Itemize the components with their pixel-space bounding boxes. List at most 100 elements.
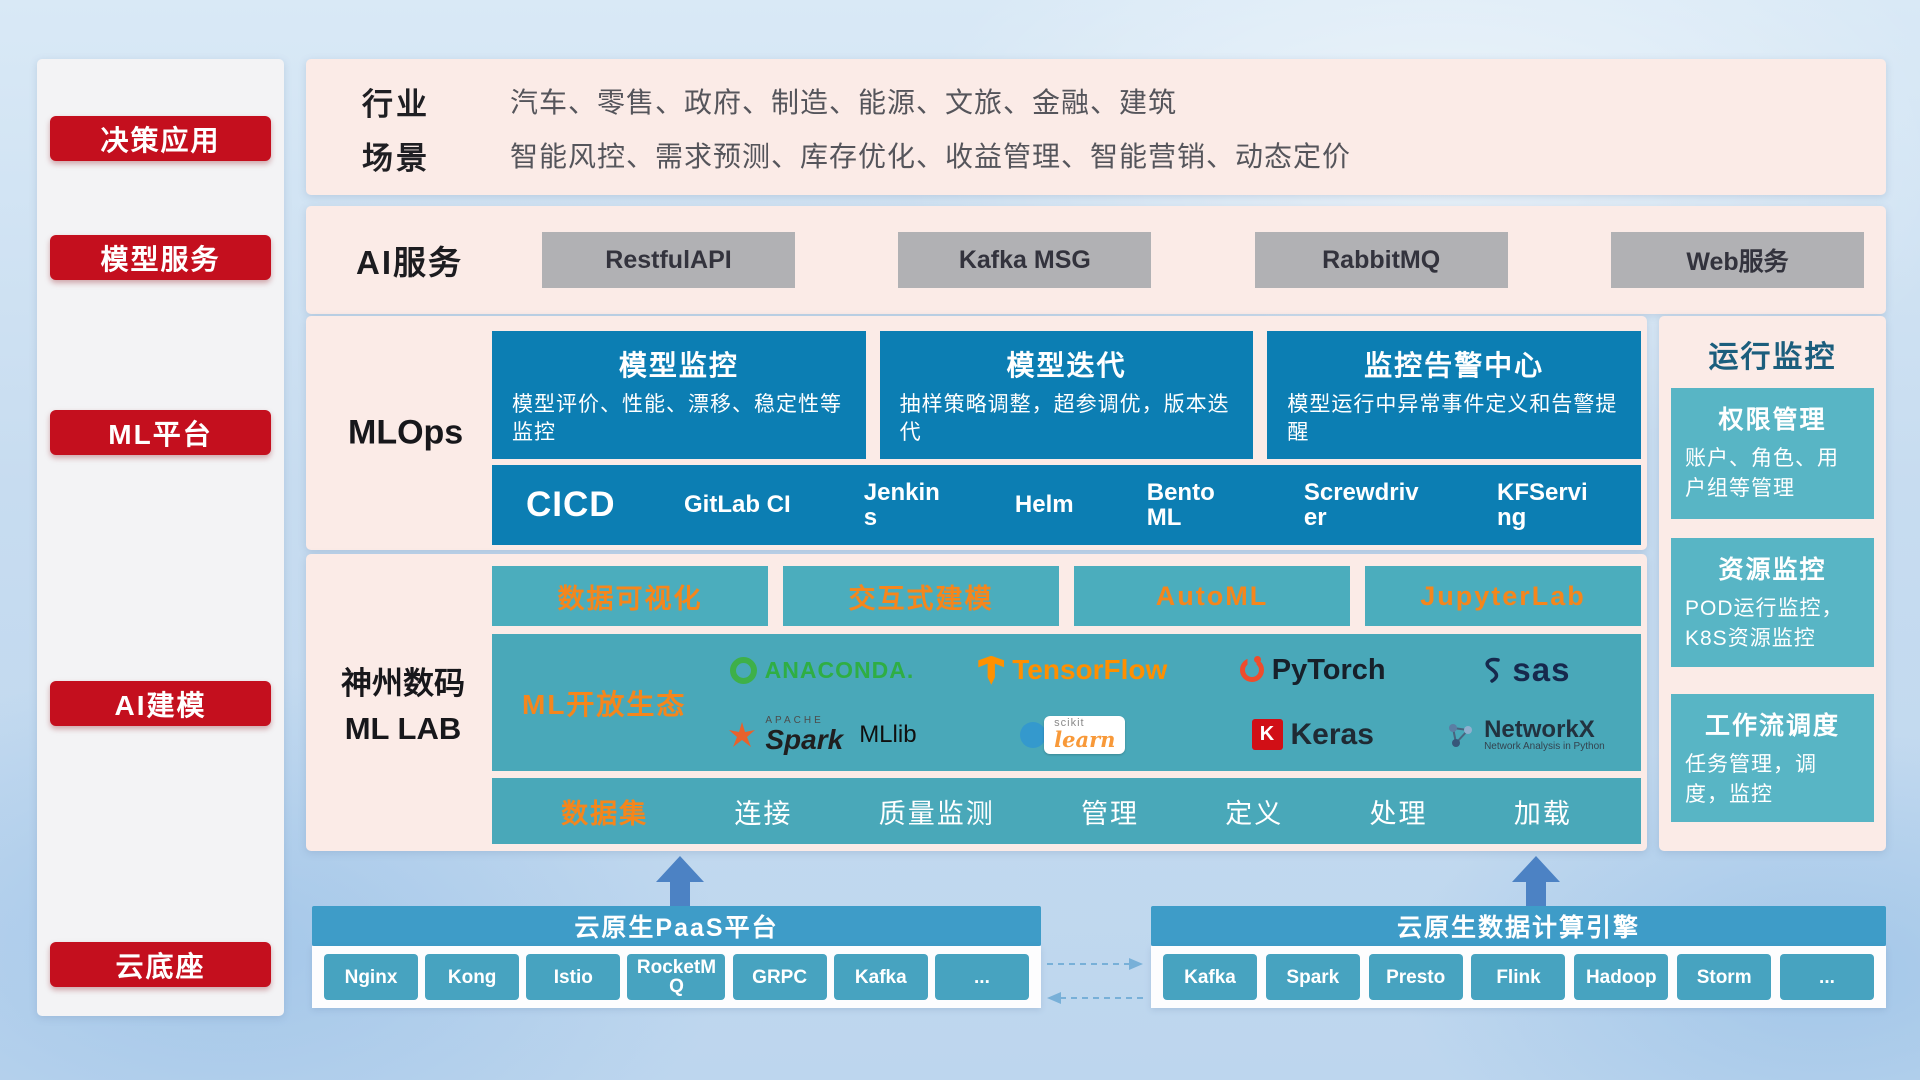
paas-platform-items: Nginx Kong Istio RocketMQ GRPC Kafka ... bbox=[312, 946, 1041, 1008]
workflow-scheduling-card: 工作流调度 任务管理，调度，监控 bbox=[1671, 694, 1874, 822]
pytorch-icon bbox=[1239, 656, 1264, 683]
sidebar-item-ai-modeling: AI建模 bbox=[50, 681, 271, 726]
dataset-item-quality: 质量监测 bbox=[878, 798, 995, 829]
spark-icon bbox=[729, 721, 756, 747]
card-desc: 模型运行中异常事件定义和告警提醒 bbox=[1287, 393, 1618, 445]
networkx-wordmark: NetworkX Network Analysis in Python bbox=[1484, 717, 1605, 753]
sidebar-item-decision-app: 决策应用 bbox=[50, 116, 271, 161]
data-visualization-button: 数据可视化 bbox=[492, 566, 768, 626]
networkx-icon bbox=[1449, 723, 1473, 747]
operation-monitoring-title: 运行监控 bbox=[1708, 341, 1837, 374]
sas-icon bbox=[1485, 658, 1501, 683]
ai-service-buttons: RestfulAPI Kafka MSG RabbitMQ Web服务 bbox=[542, 232, 1886, 288]
sidebar-item-model-service: 模型服务 bbox=[50, 235, 271, 280]
permission-management-card: 权限管理 账户、角色、用户组等管理 bbox=[1671, 388, 1874, 519]
scenario-row: 场景 智能风控、需求预测、库存优化、收益管理、智能营销、动态定价 bbox=[306, 129, 1886, 181]
hadoop-button: Hadoop bbox=[1574, 954, 1669, 1000]
scikit-learn-icon bbox=[1020, 721, 1047, 748]
model-iteration-card: 模型迭代 抽样策略调整，超参调优，版本迭代 bbox=[879, 331, 1254, 459]
tensorflow-logo: TensorFlow bbox=[978, 654, 1167, 686]
card-desc: 任务管理，调度，监控 bbox=[1685, 753, 1817, 807]
grpc-button: GRPC bbox=[732, 954, 827, 1000]
storm-button: Storm bbox=[1677, 954, 1772, 1000]
ai-service-panel: AI服务 RestfulAPI Kafka MSG RabbitMQ Web服务 bbox=[306, 206, 1886, 314]
kafka-engine-button: Kafka bbox=[1163, 954, 1257, 1000]
flink-button: Flink bbox=[1471, 954, 1566, 1000]
ml-ecosystem-label: ML开放生态 bbox=[522, 688, 687, 720]
spark-wordmark: APACHE Spark bbox=[765, 714, 844, 755]
apache-label: APACHE bbox=[765, 714, 824, 726]
up-arrow-icon bbox=[1512, 856, 1560, 906]
ml-lab-panel: 神州数码 ML LAB 数据可视化 交互式建模 AutoML JupyterLa… bbox=[306, 554, 1647, 851]
ml-lab-label: 神州数码 ML LAB bbox=[314, 554, 492, 851]
anaconda-label: ANACONDA. bbox=[764, 656, 915, 683]
cicd-item-jenkins: Jenkins bbox=[863, 478, 940, 531]
dataset-item-process: 处理 bbox=[1369, 798, 1428, 829]
cicd-item-bentoml: BentoML bbox=[1146, 478, 1215, 531]
card-title: 监控告警中心 bbox=[1364, 350, 1545, 381]
card-title: 权限管理 bbox=[1718, 406, 1827, 434]
anaconda-icon bbox=[729, 656, 757, 684]
cicd-item-helm: Helm bbox=[1014, 491, 1074, 519]
learn-label: learn bbox=[1054, 726, 1116, 752]
cicd-bar: CICD GitLab CI Jenkins Helm BentoML Scre… bbox=[492, 465, 1641, 545]
pytorch-logo: PyTorch bbox=[1239, 654, 1386, 687]
paas-platform-header: 云原生PaaS平台 bbox=[312, 906, 1041, 946]
card-desc: 账户、角色、用户组等管理 bbox=[1685, 447, 1839, 501]
card-title: 模型迭代 bbox=[1006, 350, 1127, 381]
rabbitmq-button: RabbitMQ bbox=[1254, 232, 1508, 288]
dashed-arrow-icon bbox=[1047, 958, 1143, 1004]
spark-label: Spark bbox=[765, 723, 844, 755]
ml-ecosystem-box: ML开放生态 ANACONDA. TensorFlow PyTorch sas bbox=[492, 634, 1641, 771]
keras-logo: K Keras bbox=[1251, 718, 1374, 752]
cicd-item-kfserving: KFServing bbox=[1496, 478, 1588, 531]
nginx-button: Nginx bbox=[324, 954, 418, 1000]
istio-button: Istio bbox=[526, 954, 621, 1000]
resource-monitoring-card: 资源监控 POD运行监控，K8S资源监控 bbox=[1671, 538, 1874, 667]
kafka-msg-button: Kafka MSG bbox=[898, 232, 1152, 288]
scikit-label: scikit bbox=[1054, 716, 1085, 729]
industry-scenario-panel: 行业 汽车、零售、政府、制造、能源、文旅、金融、建筑 场景 智能风控、需求预测、… bbox=[306, 59, 1886, 195]
keras-icon: K bbox=[1251, 719, 1283, 751]
data-engine-items: Kafka Spark Presto Flink Hadoop Storm ..… bbox=[1151, 946, 1886, 1008]
ml-lab-label-line1: 神州数码 bbox=[341, 666, 465, 701]
ai-service-label: AI服务 bbox=[356, 244, 463, 281]
ml-lab-label-line2: ML LAB bbox=[344, 711, 462, 746]
spark-button: Spark bbox=[1265, 954, 1360, 1000]
kafka-button: Kafka bbox=[833, 954, 928, 1000]
dataset-item-connect: 连接 bbox=[734, 798, 793, 829]
kong-button: Kong bbox=[425, 954, 520, 1000]
alert-center-card: 监控告警中心 模型运行中异常事件定义和告警提醒 bbox=[1267, 331, 1642, 459]
tensorflow-icon bbox=[978, 655, 1005, 685]
automl-button: AutoML bbox=[1074, 566, 1350, 626]
scikit-learn-logo: scikit learn bbox=[1020, 715, 1126, 754]
more-button: ... bbox=[934, 954, 1029, 1000]
ecosystem-logos: ANACONDA. TensorFlow PyTorch sas bbox=[702, 638, 1629, 767]
ml-lab-tools: 数据可视化 交互式建模 AutoML JupyterLab bbox=[492, 566, 1641, 626]
industry-row: 行业 汽车、零售、政府、制造、能源、文旅、金融、建筑 bbox=[306, 75, 1886, 127]
dataset-item-manage: 管理 bbox=[1080, 798, 1139, 829]
sas-logo: sas bbox=[1480, 651, 1570, 689]
card-title: 模型监控 bbox=[618, 350, 739, 381]
dataset-item-define: 定义 bbox=[1225, 798, 1284, 829]
industry-label: 行业 bbox=[362, 86, 430, 122]
sas-label: sas bbox=[1512, 651, 1571, 689]
operation-monitoring-panel: 运行监控 权限管理 账户、角色、用户组等管理 资源监控 POD运行监控，K8S资… bbox=[1659, 316, 1886, 851]
jupyterlab-button: JupyterLab bbox=[1365, 566, 1641, 626]
mlops-cards: 模型监控 模型评价、性能、漂移、稳定性等监控 模型迭代 抽样策略调整，超参调优，… bbox=[492, 331, 1642, 459]
mlops-panel: MLOps 模型监控 模型评价、性能、漂移、稳定性等监控 模型迭代 抽样策略调整… bbox=[306, 316, 1647, 550]
up-arrow-icon bbox=[656, 856, 704, 906]
web-service-button: Web服务 bbox=[1610, 232, 1864, 288]
rocketmq-button: RocketMQ bbox=[627, 954, 726, 1000]
more-button: ... bbox=[1779, 954, 1874, 1000]
sidebar-item-ml-platform: ML平台 bbox=[50, 410, 271, 455]
card-title: 资源监控 bbox=[1718, 556, 1827, 584]
interactive-modeling-button: 交互式建模 bbox=[783, 566, 1059, 626]
card-desc: POD运行监控，K8S资源监控 bbox=[1685, 597, 1844, 651]
data-engine-header: 云原生数据计算引擎 bbox=[1151, 906, 1886, 946]
scenario-value: 智能风控、需求预测、库存优化、收益管理、智能营销、动态定价 bbox=[510, 141, 1352, 172]
networkx-subtitle: Network Analysis in Python bbox=[1484, 741, 1605, 753]
dataset-bar: 数据集 连接 质量监测 管理 定义 处理 加载 bbox=[492, 778, 1641, 844]
tensorflow-label: TensorFlow bbox=[1012, 654, 1168, 686]
